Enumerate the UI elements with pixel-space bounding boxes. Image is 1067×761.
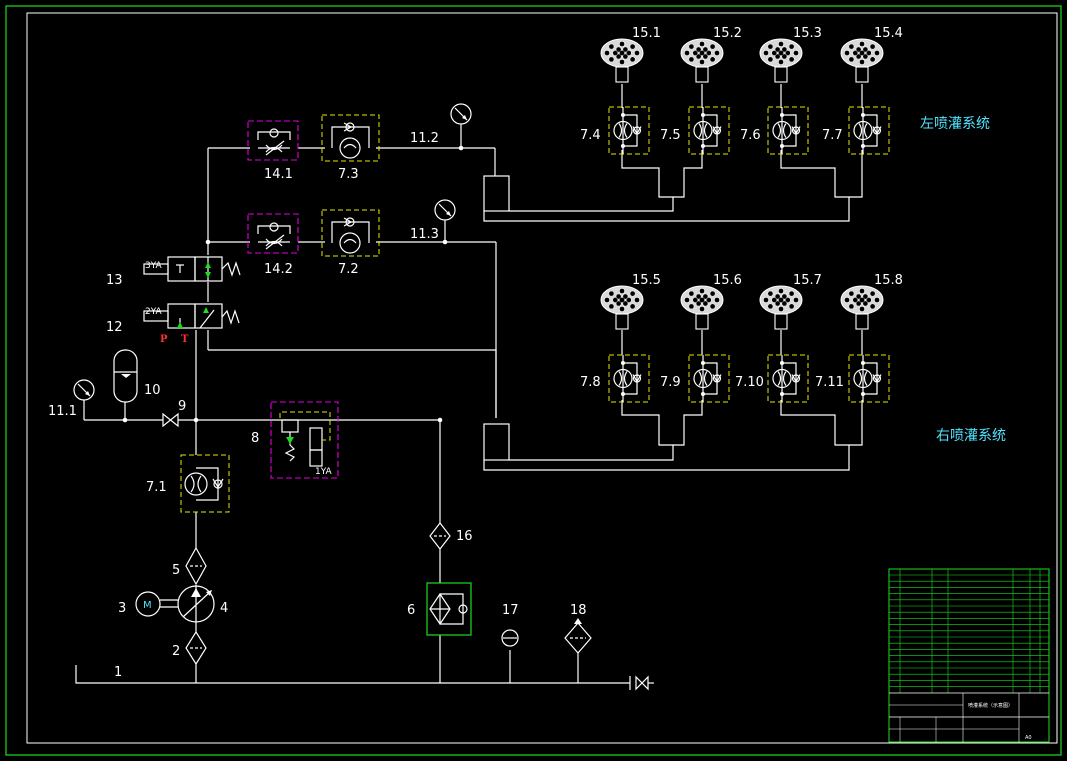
- shutoff-valve-9: [162, 412, 179, 428]
- drain-valve: [635, 675, 654, 691]
- inner-frame: [26, 12, 1058, 744]
- level-gauge-17: [501, 629, 519, 647]
- title-block-name: 喷灌系统（示意图）: [968, 702, 1013, 709]
- label-18: 18: [570, 603, 587, 618]
- tag-2ya: 2YA: [145, 307, 163, 317]
- title-block-sheet: A0: [1025, 735, 1032, 741]
- check-valve-unit: [688, 354, 730, 403]
- motor-letter: M: [143, 600, 152, 611]
- label-7-8: 7.8: [580, 375, 601, 390]
- label-8: 8: [251, 431, 259, 446]
- label-15-2: 15.2: [713, 26, 742, 41]
- filter-2: [185, 630, 207, 666]
- label-7-9: 7.9: [660, 375, 681, 390]
- junction-dots: [122, 145, 464, 423]
- label-13: 13: [106, 273, 123, 288]
- check-valve-units: [321, 106, 890, 403]
- relief-valve-8: [270, 401, 339, 479]
- sprinkler-head: [759, 38, 803, 83]
- label-7-3: 7.3: [338, 167, 359, 182]
- outer-frame: [5, 5, 1062, 756]
- check-valve-unit: [767, 354, 809, 403]
- pressure-gauge-11-1: [73, 379, 95, 401]
- throttle-valve-14-1: [247, 120, 299, 161]
- check-valve-unit: [321, 114, 380, 162]
- check-valve-unit: [608, 106, 650, 155]
- label-2: 2: [172, 644, 180, 659]
- check-valve-7-1: [180, 454, 230, 513]
- label-12: 12: [106, 320, 123, 335]
- check-valve-unit: [848, 106, 890, 155]
- label-7-10: 7.10: [735, 375, 764, 390]
- label-7-11: 7.11: [815, 375, 844, 390]
- label-7-5: 7.5: [660, 128, 681, 143]
- label-15-6: 15.6: [713, 273, 742, 288]
- pressure-gauge-11-3: [434, 199, 456, 221]
- label-4: 4: [220, 601, 228, 616]
- sprinkler-head: [840, 38, 884, 83]
- label-11-2: 11.2: [410, 131, 439, 146]
- return-filter-16: [429, 522, 451, 550]
- air-breather-18: [564, 618, 592, 654]
- port-p: P: [160, 334, 168, 345]
- accumulator-10: [113, 349, 138, 403]
- check-valve-unit: [767, 106, 809, 155]
- sprinkler-heads: [600, 38, 884, 330]
- motor-3: [135, 591, 161, 617]
- label-15-8: 15.8: [874, 273, 903, 288]
- label-14-1: 14.1: [264, 167, 293, 182]
- tag-3ya: 3YA: [145, 261, 163, 271]
- label-7-1: 7.1: [146, 480, 167, 495]
- label-1: 1: [114, 665, 122, 680]
- label-14-2: 14.2: [264, 262, 293, 277]
- label-15-5: 15.5: [632, 273, 661, 288]
- check-valve-unit: [321, 209, 380, 257]
- pump-4: [160, 585, 215, 623]
- sprinkler-head: [680, 285, 724, 330]
- label-6: 6: [407, 603, 415, 618]
- right-system-title: 右喷灌系统: [936, 428, 1006, 444]
- pressure-gauge-11-2: [450, 103, 472, 125]
- label-3: 3: [118, 601, 126, 616]
- directional-valve-13: [143, 256, 241, 282]
- label-5: 5: [172, 563, 180, 578]
- check-valve-unit: [848, 354, 890, 403]
- title-block: 喷灌系统（示意图） A0: [888, 568, 1050, 743]
- label-15-1: 15.1: [632, 26, 661, 41]
- sprinkler-head: [600, 285, 644, 330]
- label-7-6: 7.6: [740, 128, 761, 143]
- tag-1ya: 1YA: [315, 467, 333, 477]
- label-10: 10: [144, 383, 161, 398]
- label-7-7: 7.7: [822, 128, 843, 143]
- label-15-3: 15.3: [793, 26, 822, 41]
- label-15-7: 15.7: [793, 273, 822, 288]
- label-9: 9: [178, 399, 186, 414]
- label-11-3: 11.3: [410, 227, 439, 242]
- component-labels: 15.1 15.2 15.3 15.4 15.5 15.6 15.7 15.8 …: [48, 26, 903, 680]
- sprinkler-head: [680, 38, 724, 83]
- throttle-valve-14-2: [247, 213, 299, 254]
- filter-5: [185, 546, 207, 586]
- port-t: T: [181, 334, 189, 345]
- label-7-2: 7.2: [338, 262, 359, 277]
- check-valve-unit: [688, 106, 730, 155]
- left-system-title: 左喷灌系统: [920, 116, 990, 132]
- sprinkler-head: [600, 38, 644, 83]
- check-valve-unit: [608, 354, 650, 403]
- valve-tags: 3YA 2YA 1YA P T M: [143, 261, 333, 611]
- pipe-network: [75, 84, 863, 690]
- directional-valve-12: [143, 303, 240, 329]
- label-7-4: 7.4: [580, 128, 601, 143]
- label-17: 17: [502, 603, 519, 618]
- cooler-6: [426, 582, 472, 636]
- label-11-1: 11.1: [48, 404, 77, 419]
- label-15-4: 15.4: [874, 26, 903, 41]
- sprinkler-head: [759, 285, 803, 330]
- label-16: 16: [456, 529, 473, 544]
- sprinkler-head: [840, 285, 884, 330]
